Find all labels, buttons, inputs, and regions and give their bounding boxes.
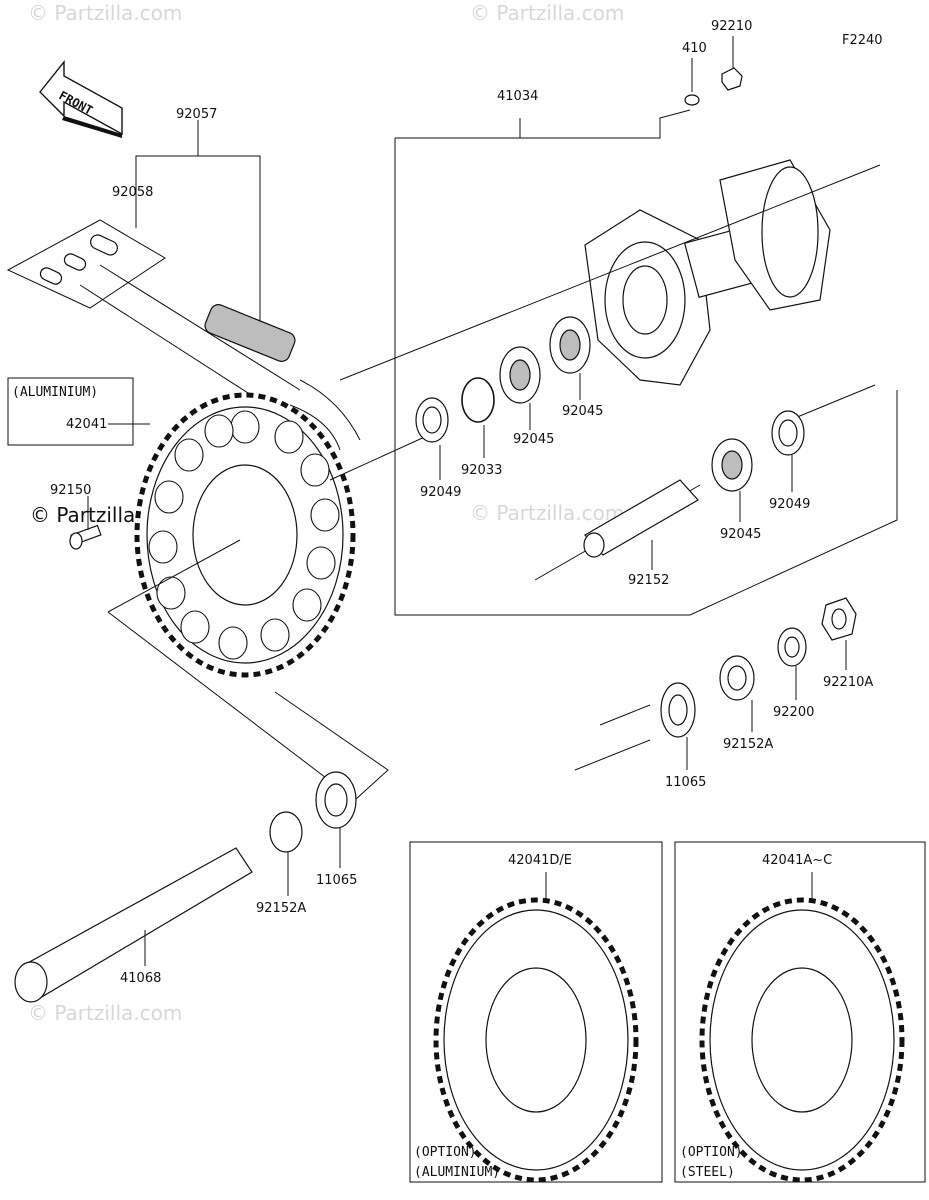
callout-92210: 92210 xyxy=(711,19,752,34)
callout-92045-a: 92045 xyxy=(562,404,603,419)
watermark: © Partzilla.com xyxy=(470,1,624,25)
option-sprocket-steel xyxy=(699,897,905,1183)
nut-icon xyxy=(821,597,857,641)
callout-11065-right: 11065 xyxy=(665,775,706,790)
callout-92152A-right: 92152A xyxy=(723,737,773,752)
callout-92049-left: 92049 xyxy=(420,485,461,500)
aluminium-note: (ALUMINIUM) xyxy=(12,385,98,400)
callout-410: 410 xyxy=(682,41,707,56)
option-part-steel: 42041A~C xyxy=(762,853,832,868)
watermark: © Partzilla.com xyxy=(28,1001,182,1025)
callout-41068: 41068 xyxy=(120,971,161,986)
option-sprocket-aluminium xyxy=(433,897,639,1183)
callout-41034: 41034 xyxy=(497,89,538,104)
diagram-code: F2240 xyxy=(842,33,883,48)
option-material-steel: (STEEL) xyxy=(680,1165,735,1180)
oil-seal-icon xyxy=(315,771,357,829)
option-material-aluminium: (ALUMINIUM) xyxy=(414,1165,500,1180)
spacer-icon xyxy=(583,479,699,558)
option-label-steel: (OPTION) xyxy=(680,1145,743,1160)
rear-sprocket xyxy=(134,392,356,678)
callout-92045-b: 92045 xyxy=(513,432,554,447)
bearing-icon xyxy=(549,316,591,374)
aluminium-note-box xyxy=(7,377,134,446)
callout-92210A: 92210A xyxy=(823,675,873,690)
watermark: © Partzilla.com xyxy=(470,501,624,525)
circlip-icon xyxy=(461,377,495,423)
watermark: © Partzilla.com xyxy=(28,1,182,25)
oil-seal-icon xyxy=(660,682,696,738)
axle-icon xyxy=(14,847,253,1003)
washer-icon xyxy=(777,627,807,667)
hub-assembly-frame xyxy=(394,109,898,616)
callout-92150: 92150 xyxy=(50,483,91,498)
oil-seal-icon xyxy=(415,397,449,443)
callout-92045-c: 92045 xyxy=(720,527,761,542)
callout-92152A-left: 92152A xyxy=(256,901,306,916)
bearing-icon xyxy=(711,438,753,492)
bolt-icon xyxy=(69,524,102,550)
oil-seal-icon xyxy=(771,410,805,456)
callout-92058: 92058 xyxy=(112,185,153,200)
callout-92049-right: 92049 xyxy=(769,497,810,512)
callout-92200: 92200 xyxy=(773,705,814,720)
collar-icon xyxy=(269,811,303,853)
bearing-icon xyxy=(499,346,541,404)
callout-92152: 92152 xyxy=(628,573,669,588)
front-arrow-icon: FRONT xyxy=(39,60,123,138)
callout-11065-left: 11065 xyxy=(316,873,357,888)
master-link-icon xyxy=(39,234,118,285)
option-box-aluminium xyxy=(409,841,663,1183)
chain-icon xyxy=(79,264,361,451)
nut-icon xyxy=(721,67,743,91)
option-label-aluminium: (OPTION) xyxy=(414,1145,477,1160)
washer-icon xyxy=(684,94,700,106)
callout-92033: 92033 xyxy=(461,463,502,478)
option-box-steel xyxy=(674,841,926,1183)
callout-42041: 42041 xyxy=(66,417,107,432)
collar-icon xyxy=(719,655,755,701)
hub-icon xyxy=(584,159,831,386)
option-part-aluminium: 42041D/E xyxy=(508,853,572,868)
callout-92057: 92057 xyxy=(176,107,217,122)
